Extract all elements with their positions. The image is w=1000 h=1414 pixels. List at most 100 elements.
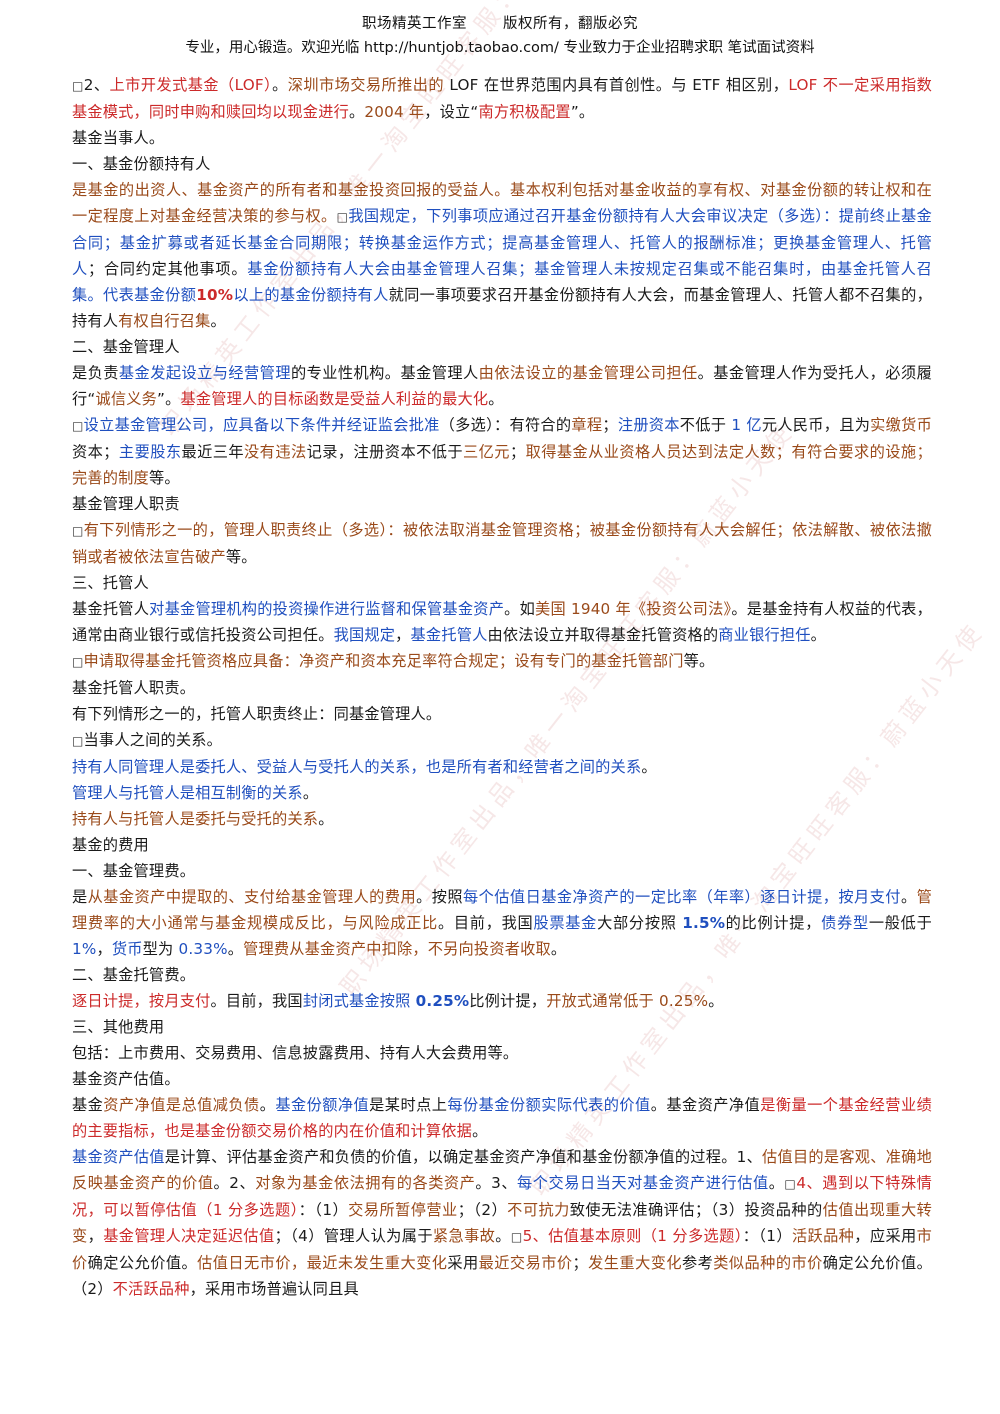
text-run: 基金份额净值 (275, 1096, 370, 1114)
text-run: ”。 (570, 103, 595, 121)
text-run: 每份基金份额实际代表的价值 (447, 1096, 651, 1114)
section-heading: 二、基金管理人 (72, 334, 932, 360)
text-run: ， (395, 626, 411, 644)
checkbox-square-icon: □ (336, 210, 349, 224)
text-run: 估值出现重大转变 (72, 1201, 932, 1245)
text-run: 。 (302, 784, 319, 802)
text-run: 。 (472, 1122, 488, 1140)
text-run: 0.25% (415, 992, 470, 1010)
text-run: 资产净值是总值减负债 (103, 1096, 260, 1114)
text-run: 。 (210, 312, 226, 330)
text-run: 南方积极配置 (478, 103, 571, 121)
text-run: 。是基金持有人权益的代表，通常由商业银行或信托投资公司担任。 (72, 600, 932, 644)
text-run: 5、估值基本原则（1 分多选题） (522, 1227, 743, 1245)
text-run: 基金份额持有人大会由基金管理人召集；基金管理人未按规定召集或不能召集时，由基金托… (72, 260, 932, 304)
text-run: LOF 不一定采用指数基金模式，同时申购和赎回均以现金进行 (72, 76, 932, 121)
text-run: 管理费从基金资产中扣除，不另向投资者收取 (243, 940, 551, 958)
text-run: 持有人同管理人是委托人、受益人与受托人的关系，也是所有者和经营者之间的关系 (72, 758, 642, 776)
text-run: ，采用市场普遍认同且具 (189, 1280, 359, 1298)
checkbox-square-icon: □ (72, 419, 84, 433)
text-run: 是衡量一个基金经营业绩的主要指标，也是基金份额交易价格的内在价值和计算依据 (72, 1096, 932, 1140)
checkbox-square-icon: □ (72, 79, 84, 93)
text-run: 封闭式基金按照 (302, 992, 416, 1010)
text-run: 基金管理人职责 (72, 495, 180, 513)
text-run: 活跃品种 (791, 1227, 855, 1245)
text-run: 一般低于 (868, 914, 932, 932)
text-run: 每个交易日当天对基金资产进行估值 (517, 1174, 769, 1192)
text-run: 的比例计提， (725, 914, 822, 932)
text-run: 基金当事人。 (72, 129, 165, 147)
text-run: ； (509, 443, 526, 461)
text-run: 交易所暂停营业 (348, 1201, 458, 1219)
text-run: 。 (227, 940, 244, 958)
text-run: 基金 (72, 1096, 104, 1114)
text-run: 美国 1940 年《投资公司法》 (535, 600, 732, 618)
text-run: 。 (318, 810, 334, 828)
text-run: 。3、 (475, 1174, 518, 1192)
text-run: ， (96, 940, 112, 958)
paragraph: 是负责基金发起设立与经营管理的专业性机构。基金管理人由依法设立的基金管理公司担任… (72, 360, 932, 412)
text-run: 的专业性机构。基金管理人 (290, 364, 479, 382)
text-run: ，设立“ (424, 103, 479, 121)
paragraph: 包括：上市费用、交易费用、信息披露费用、持有人大会费用等。 (72, 1040, 932, 1066)
text-run: 包括：上市费用、交易费用、信息披露费用、持有人大会费用等。 (72, 1044, 519, 1062)
section-heading: 二、基金托管费。 (72, 962, 932, 988)
text-run: 不可抗力 (507, 1201, 570, 1219)
text-run: 类似品种的市价 (713, 1254, 823, 1272)
text-run: 以上的基金份额持有人 (233, 286, 389, 304)
text-run: 。 (550, 940, 567, 958)
paragraph: 基金资产净值是总值减负债。基金份额净值是某时点上每份基金份额实际代表的价值。基金… (72, 1092, 932, 1144)
text-run: 采用 (447, 1254, 479, 1272)
text-run: 从基金资产中提取的、支付给基金管理人的费用 (87, 888, 417, 906)
text-run: 二、基金管理人 (72, 338, 180, 356)
section-heading: 基金当事人。 (72, 125, 932, 151)
text-run: 一、基金管理费。 (72, 862, 196, 880)
section-heading: 一、基金管理费。 (72, 858, 932, 884)
text-run: 管理人与托管人是相互制衡的关系 (72, 784, 303, 802)
section-heading: 基金托管人职责。 (72, 675, 932, 701)
paragraph: 管理人与托管人是相互制衡的关系。 (72, 780, 932, 806)
section-heading: 三、托管人 (72, 570, 932, 596)
paragraph: □有下列情形之一的，管理人职责终止（多选）：被依法取消基金管理资格；被基金份额持… (72, 517, 932, 570)
text-run: ；（2） (457, 1201, 508, 1219)
text-run: 型为 (142, 940, 179, 958)
text-run: 2、 (83, 76, 110, 94)
text-run: （多选）：有符合的 (439, 416, 572, 434)
text-run: 注册资本 (617, 416, 680, 434)
text-run: 是基金的出资人、基金资产的所有者和基金投资回报的受益人。基本权利包括对基金收益的… (72, 181, 932, 225)
text-run: 。 (641, 758, 657, 776)
text-run: 0.33% (178, 940, 228, 958)
paragraph: 持有人与托管人是委托与受托的关系。 (72, 806, 932, 832)
text-run: 没有违法 (244, 443, 307, 461)
text-run: 二、基金托管费。 (72, 966, 196, 984)
checkbox-square-icon: □ (510, 1230, 523, 1244)
text-run: 基金的费用 (72, 836, 149, 854)
text-run: 。 (708, 992, 724, 1010)
text-run: 等。 (683, 652, 715, 670)
checkbox-square-icon: □ (72, 524, 84, 538)
text-run: 主要股东 (118, 443, 182, 461)
text-run: 估值日无市价，最近未发生重大变化 (197, 1254, 448, 1272)
checkbox-square-icon: □ (72, 734, 84, 748)
text-run: 我国规定 (333, 626, 396, 644)
text-run: 参考 (681, 1254, 714, 1272)
text-run: 。 (495, 1227, 511, 1245)
paragraph: 基金托管人对基金管理机构的投资操作进行监督和保管基金资产。如美国 1940 年《… (72, 596, 932, 648)
text-run: 。 (900, 888, 917, 906)
text-run: 致使无法准确评估；（3）投资品种的 (569, 1201, 823, 1219)
text-run: 实缴货币 (870, 416, 932, 434)
text-run: 基金托管人职责。 (72, 679, 196, 697)
paragraph: 是基金的出资人、基金资产的所有者和基金投资回报的受益人。基本权利包括对基金收益的… (72, 177, 932, 334)
text-run: 大部分按照 (597, 914, 683, 932)
text-run: 确定公允价值。 (87, 1254, 198, 1272)
text-run: 诚信义务 (95, 390, 158, 408)
text-run: 。 (348, 103, 365, 121)
text-run: 1% (72, 940, 97, 958)
text-run: 10% (196, 286, 234, 304)
section-heading: 一、基金份额持有人 (72, 151, 932, 177)
text-run: 。 (259, 1096, 276, 1114)
text-run: 不活跃品种 (112, 1280, 190, 1298)
checkbox-square-icon: □ (72, 655, 84, 669)
text-run: 最近三年 (181, 443, 245, 461)
